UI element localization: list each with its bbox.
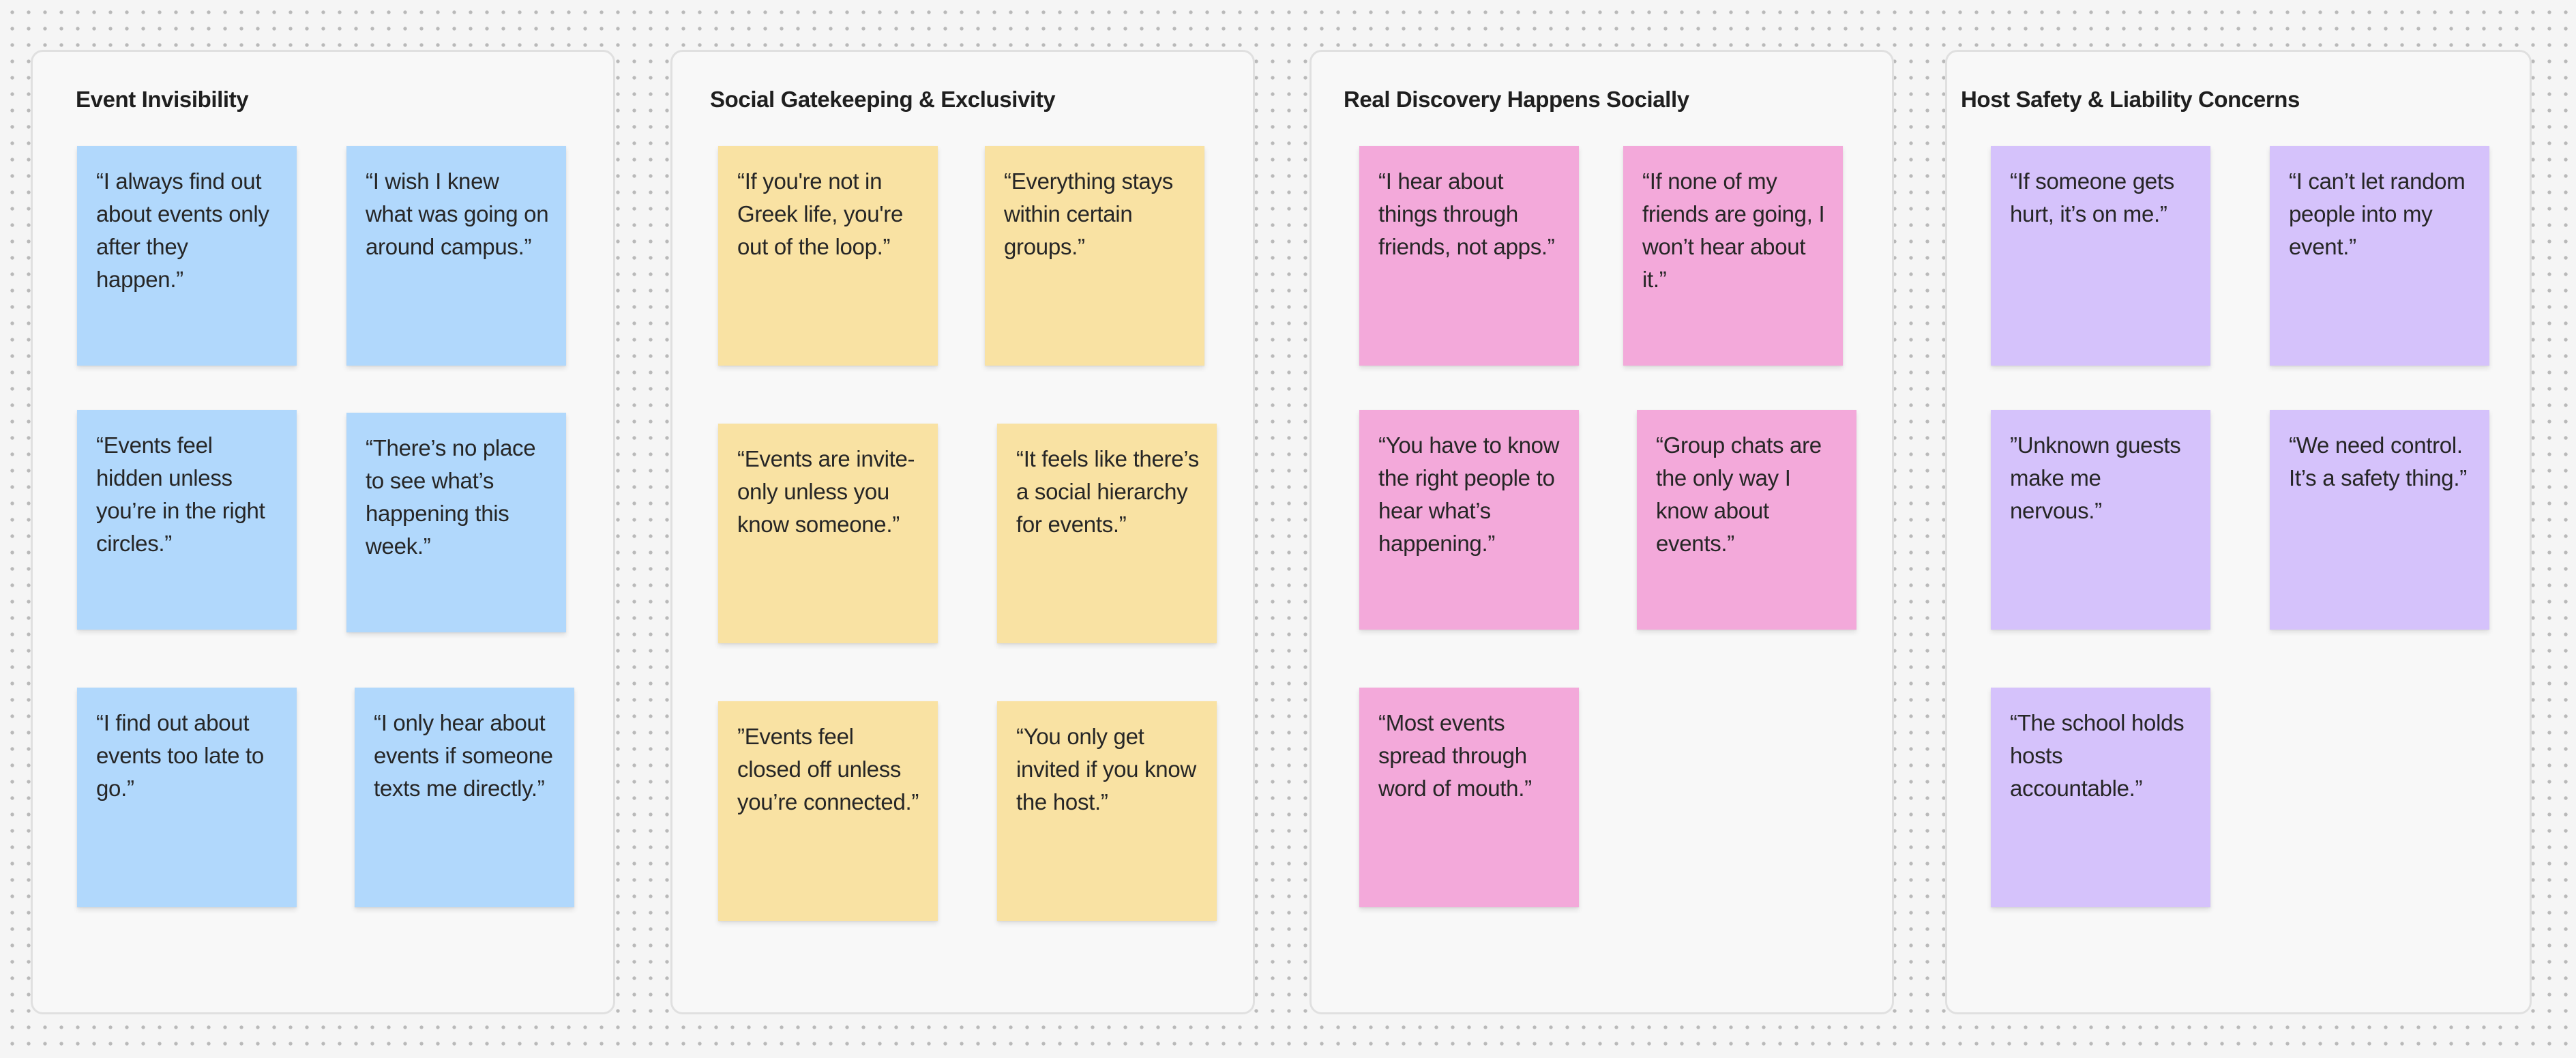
sticky-note[interactable]: “It feels like there’s a social hierarch…	[997, 424, 1217, 643]
cluster-title[interactable]: Event Invisibility	[76, 87, 249, 112]
sticky-note[interactable]: “I hear about things through friends, no…	[1359, 146, 1579, 366]
sticky-note[interactable]: “Events are invite-only unless you know …	[718, 424, 938, 643]
sticky-note[interactable]: “If none of my friends are going, I won’…	[1623, 146, 1843, 366]
sticky-note[interactable]: ”Unknown guests make me nervous.”	[1991, 410, 2210, 630]
sticky-note[interactable]: “I can’t let random people into my event…	[2270, 146, 2489, 366]
sticky-note[interactable]: “There’s no place to see what’s happenin…	[346, 413, 566, 632]
sticky-note[interactable]: “If you're not in Greek life, you're out…	[718, 146, 938, 366]
cluster-host-safety[interactable]: Host Safety & Liability Concerns “If som…	[1945, 50, 2532, 1014]
cluster-real-discovery[interactable]: Real Discovery Happens Socially “I hear …	[1309, 50, 1894, 1014]
sticky-note[interactable]: “I wish I knew what was going on around …	[346, 146, 566, 366]
sticky-note[interactable]: “I find out about events too late to go.…	[77, 688, 297, 907]
sticky-note[interactable]: “You only get invited if you know the ho…	[997, 701, 1217, 921]
cluster-title[interactable]: Real Discovery Happens Socially	[1344, 87, 1689, 112]
cluster-social-gatekeeping[interactable]: Social Gatekeeping & Exclusivity “If you…	[670, 50, 1255, 1014]
cluster-title[interactable]: Social Gatekeeping & Exclusivity	[710, 87, 1056, 112]
sticky-note[interactable]: “Group chats are the only way I know abo…	[1637, 410, 1856, 630]
sticky-note[interactable]: “If someone gets hurt, it’s on me.”	[1991, 146, 2210, 366]
sticky-note[interactable]: ”Events feel closed off unless you’re co…	[718, 701, 938, 921]
sticky-note[interactable]: “I always find out about events only aft…	[77, 146, 297, 366]
sticky-note[interactable]: “You have to know the right people to he…	[1359, 410, 1579, 630]
sticky-note[interactable]: “Everything stays within certain groups.…	[985, 146, 1204, 366]
sticky-note[interactable]: “I only hear about events if someone tex…	[355, 688, 574, 907]
sticky-note[interactable]: “The school holds hosts accountable.”	[1991, 688, 2210, 907]
cluster-title[interactable]: Host Safety & Liability Concerns	[1961, 87, 2300, 112]
sticky-note[interactable]: “We need control. It’s a safety thing.”	[2270, 410, 2489, 630]
sticky-note[interactable]: “Most events spread through word of mout…	[1359, 688, 1579, 907]
sticky-note[interactable]: “Events feel hidden unless you’re in the…	[77, 410, 297, 630]
cluster-event-invisibility[interactable]: Event Invisibility “I always find out ab…	[31, 50, 615, 1014]
